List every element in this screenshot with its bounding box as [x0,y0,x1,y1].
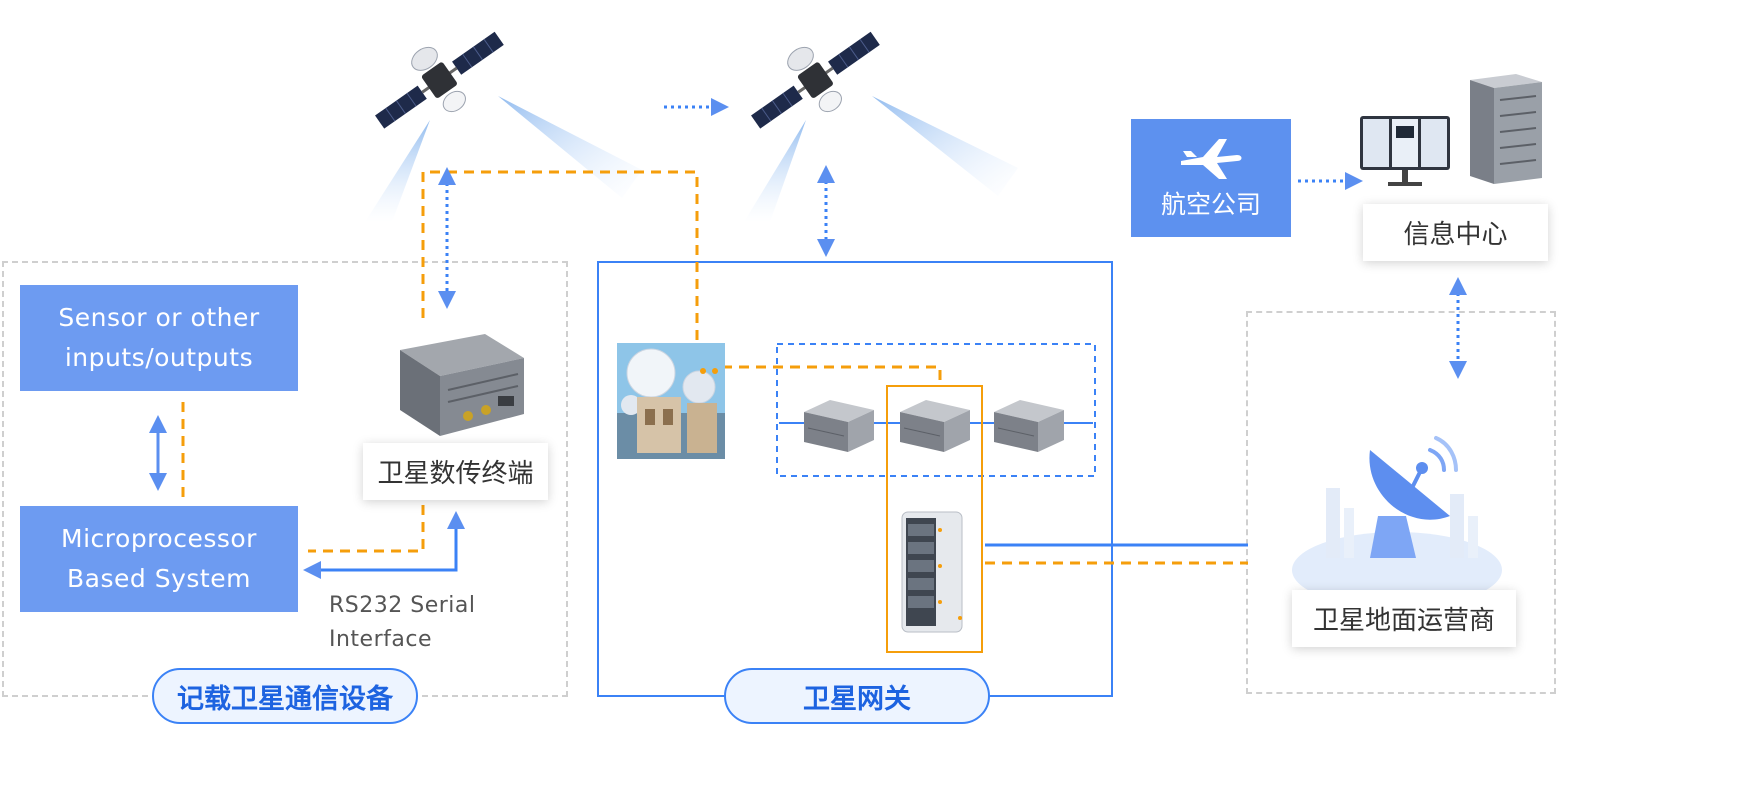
rs232-line-1: RS232 Serial [329,593,476,618]
modem-unit-icon [900,400,970,452]
info-center-label: 信息中心 [1403,220,1508,250]
satellite-icon [751,31,880,129]
modem-icon [400,334,524,436]
satellite-icon [375,31,504,129]
modem-unit-icon [994,400,1064,452]
ground-operator-label: 卫星地面运营商 [1312,606,1495,636]
sensor-line-1: Sensor or other [58,303,260,332]
sensor-line-2: inputs/outputs [64,343,254,372]
ground-operator-region [1246,311,1556,694]
modem-unit-icon [804,400,874,452]
microprocessor-box: Microprocessor Based System [20,506,298,612]
earth-station-icon [617,343,725,459]
server-rack-icon [1470,74,1542,184]
micro-line-1: Microprocessor [61,524,257,553]
onboard-group-label: 记载卫星通信设备 [152,668,418,724]
gateway-group-label: 卫星网关 [724,668,990,724]
info-center-card: 信息中心 [1363,204,1548,261]
airline-box: 航空公司 [1131,119,1291,237]
sensor-io-box: Sensor or other inputs/outputs [20,285,298,391]
ground-operator-card: 卫星地面运营商 [1292,590,1516,647]
airline-label: 航空公司 [1160,190,1261,219]
radar-dish-icon [1292,436,1502,594]
monitor-icon [1360,116,1450,186]
onboard-group-text: 记载卫星通信设备 [177,683,393,715]
terminal-label-card: 卫星数传终端 [363,443,548,500]
server-rack-icon [901,511,963,633]
terminal-label: 卫星数传终端 [377,459,534,489]
micro-line-2: Based System [67,564,251,593]
airplane-icon [1181,139,1242,179]
rs232-label: RS232 Serial Interface [329,589,476,657]
rs232-line-2: Interface [329,627,432,652]
gateway-group-text: 卫星网关 [803,683,911,715]
